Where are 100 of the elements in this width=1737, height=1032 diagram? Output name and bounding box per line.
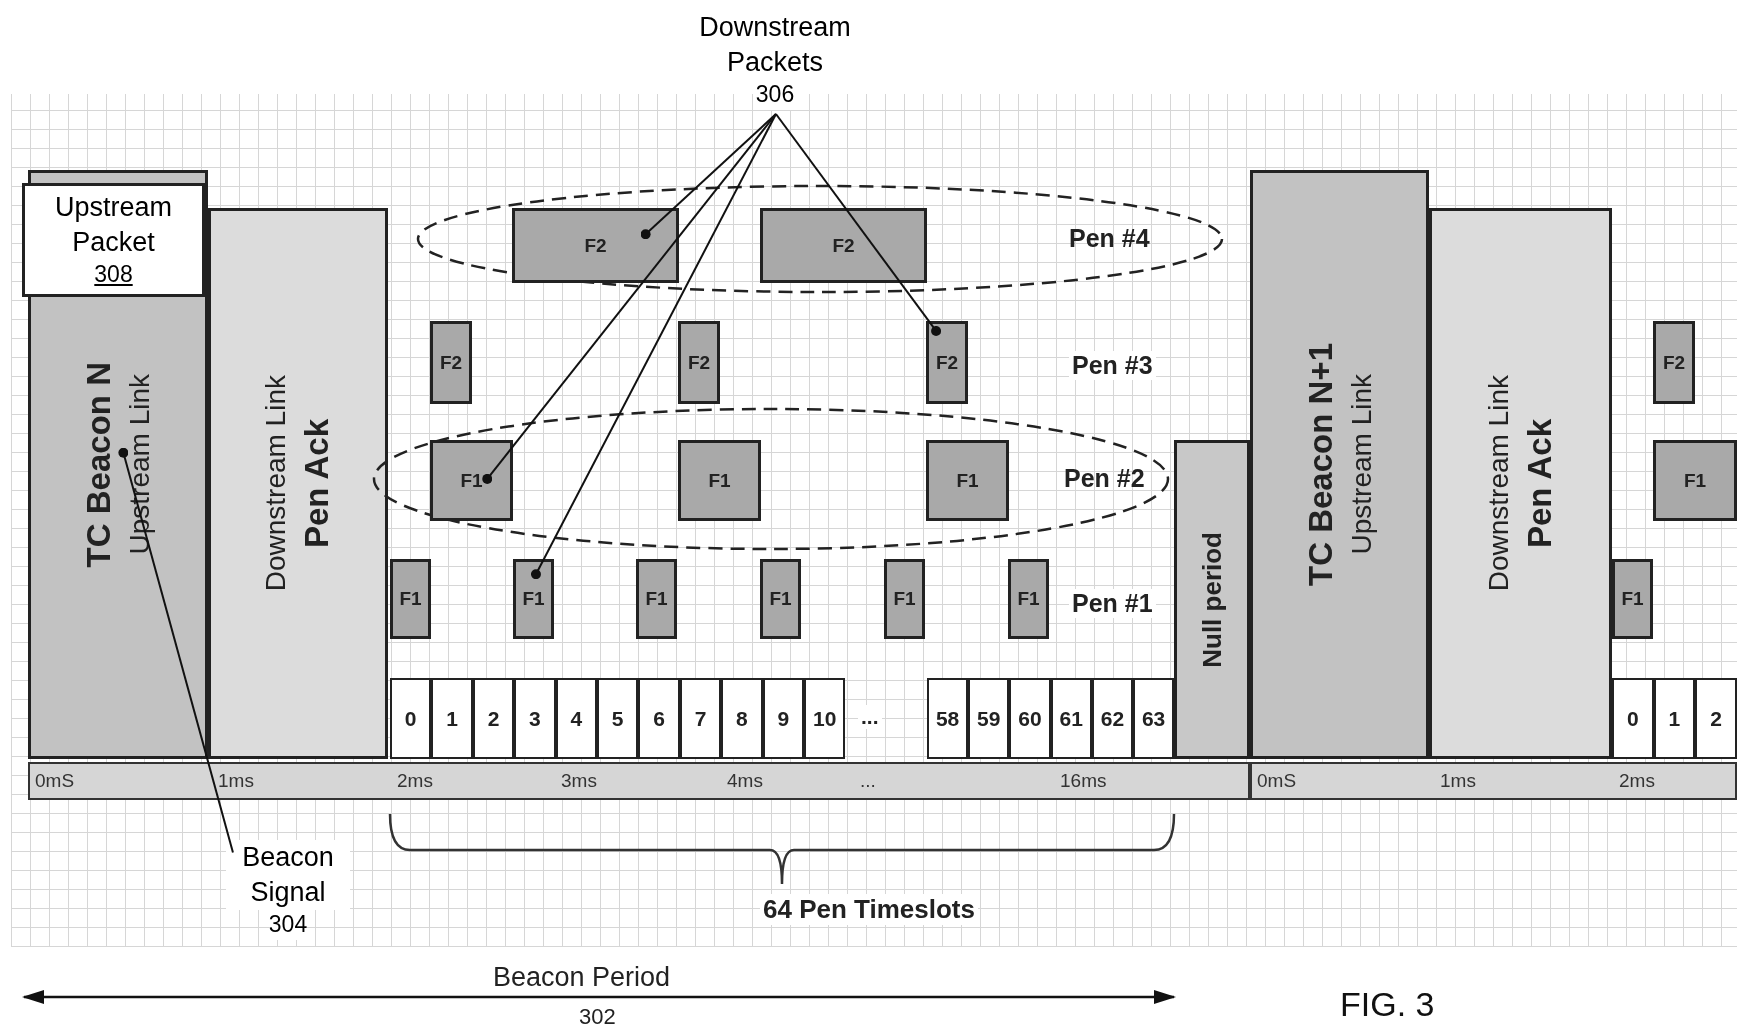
- slot-number: 5: [611, 706, 624, 731]
- slot-number: 2: [1710, 706, 1722, 731]
- packet-block: [760, 559, 801, 639]
- timeslot-cell: [968, 678, 1010, 759]
- packet-block: [1653, 321, 1695, 404]
- timeslot-cell: [1009, 678, 1051, 759]
- packet-label: F2: [584, 234, 607, 257]
- packet-label: F1: [708, 469, 731, 492]
- packet-block: [678, 440, 761, 521]
- leader-line: [774, 113, 942, 336]
- packet-block: [513, 559, 554, 639]
- packet-block: [636, 559, 677, 639]
- timeslot-cell: [1653, 678, 1696, 759]
- time-tick-label: 4ms: [727, 770, 763, 792]
- packet-label: F1: [1621, 588, 1644, 610]
- packet-label: F1: [1017, 588, 1040, 610]
- packet-block: [926, 440, 1009, 521]
- packet-block: [678, 321, 720, 404]
- packet-block: [1653, 440, 1737, 521]
- section-label: 64 Pen Timeslots: [760, 894, 978, 925]
- null-period-block: [1174, 440, 1250, 759]
- slot-number: 1: [1668, 706, 1681, 731]
- block-title: TC Beacon N: [80, 361, 118, 568]
- reference-numeral: 304: [268, 910, 308, 941]
- slot-number: 2: [487, 706, 500, 731]
- packet-block: [390, 559, 431, 639]
- slot-number: 0: [404, 706, 417, 731]
- slot-number: 59: [977, 706, 1001, 731]
- row-label: Pen #3: [1069, 351, 1156, 380]
- packet-block: [926, 321, 968, 404]
- packet-label: F1: [460, 469, 483, 492]
- timeslot-cell: [721, 678, 763, 759]
- packet-label: F1: [1683, 469, 1707, 492]
- time-tick-label: 2ms: [397, 770, 433, 792]
- slot-number: 10: [813, 706, 837, 731]
- timeslot-cell: [472, 678, 515, 759]
- packet-label: F1: [645, 588, 668, 610]
- packet-block: [1612, 559, 1653, 639]
- timeslot-cell: [1695, 678, 1737, 759]
- timeslot-cell: [597, 678, 639, 759]
- slot-number: 58: [935, 706, 960, 731]
- timeslot-cell: [390, 678, 432, 759]
- time-tick-label: 16ms: [1060, 770, 1107, 792]
- ellipsis: ...: [858, 705, 882, 729]
- packet-label: F2: [935, 351, 959, 374]
- timeslot-cell: [514, 678, 556, 759]
- block-subtitle: Upstream Link: [1345, 374, 1378, 555]
- packet-label: F2: [832, 234, 855, 257]
- block-subtitle: Downstream Link: [260, 375, 292, 592]
- leader-line: [482, 113, 777, 484]
- timeslot-cell: [679, 678, 722, 759]
- downlink-block: [208, 208, 388, 759]
- packet-label: F2: [439, 351, 463, 374]
- time-axis-bar: [1250, 762, 1737, 800]
- slot-number: 3: [529, 706, 541, 731]
- timeslot-cell: [1050, 678, 1092, 759]
- time-tick-label: 1ms: [1440, 770, 1476, 792]
- callout-text: Beacon Signal: [226, 839, 350, 911]
- time-tick-label: 3ms: [561, 770, 597, 792]
- packet-block: [430, 440, 513, 521]
- slot-number: 1: [446, 706, 458, 731]
- block-title: TC Beacon N+1: [1301, 343, 1340, 586]
- block-subtitle: Upstream Link: [124, 374, 156, 555]
- timeslot-cell: [431, 678, 473, 759]
- slot-number: 8: [736, 706, 748, 731]
- dashed-ellipse: [372, 407, 1170, 551]
- block-title: Null period: [1196, 531, 1228, 668]
- packet-block: [430, 321, 472, 404]
- time-tick-label: ...: [860, 770, 876, 792]
- slot-number: 0: [1626, 706, 1639, 731]
- slot-number: 7: [694, 706, 707, 731]
- slot-number: 63: [1141, 706, 1166, 731]
- timeslot-cell: [927, 678, 969, 759]
- packet-label: F2: [1662, 351, 1686, 374]
- time-tick-label: 0mS: [1257, 770, 1297, 792]
- packet-label: F1: [893, 588, 916, 610]
- packet-block: [760, 208, 927, 283]
- packet-label: F1: [956, 469, 979, 492]
- row-label: Pen #2: [1064, 464, 1145, 493]
- timeslot-cell: [555, 678, 597, 759]
- timeslot-cell: [1091, 678, 1133, 759]
- timeslot-cell: [1133, 678, 1175, 759]
- packet-label: F2: [687, 351, 711, 374]
- reference-numeral: 308: [94, 260, 133, 290]
- block-subtitle: Downstream Link: [1482, 375, 1515, 592]
- time-tick-label: 0mS: [35, 770, 75, 792]
- row-label: Pen #1: [1069, 589, 1156, 618]
- timeslot-cell: [1612, 678, 1654, 759]
- packet-label: F1: [769, 588, 792, 610]
- packet-block: [884, 559, 925, 639]
- leader-line: [118, 447, 234, 854]
- timeslot-cell: [804, 678, 846, 759]
- slot-number: 4: [570, 706, 583, 731]
- timeslot-cell: [762, 678, 804, 759]
- downlink-block: [1429, 208, 1612, 759]
- packet-label: F1: [522, 588, 545, 610]
- beacon-block: [1250, 170, 1429, 759]
- dashed-ellipse: [416, 184, 1224, 294]
- packet-block: [512, 208, 679, 283]
- figure-caption: FIG. 3: [1340, 985, 1435, 1024]
